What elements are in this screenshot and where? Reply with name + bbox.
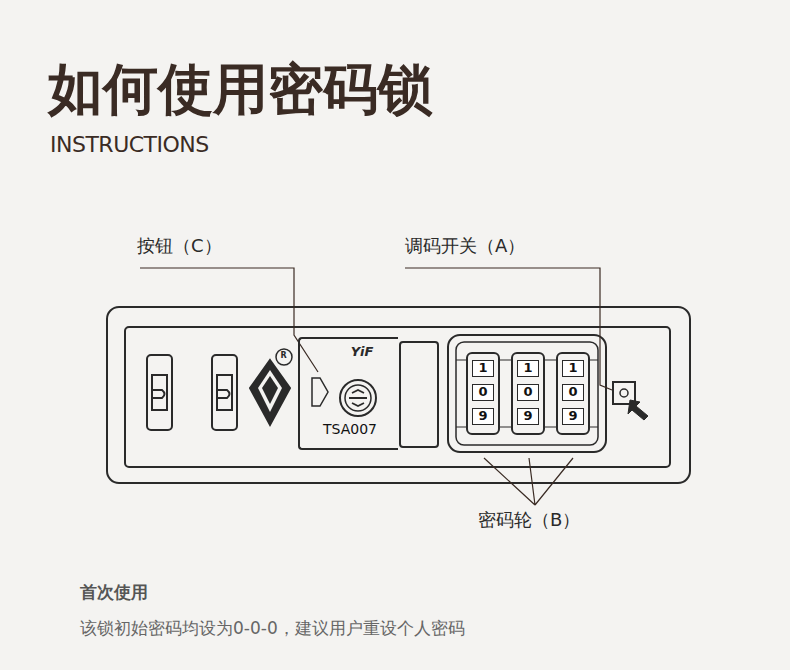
wheel-digit: 9 [562,408,584,425]
wheel-digit: 0 [472,384,494,401]
part-label: 按钮（C） [137,236,222,257]
note-heading: 首次使用 [80,583,148,603]
note-text: 该锁初始密码均设为0-0-0，建议用户重设个人密码 [80,619,465,639]
page-title: 如何使用密码锁 [48,58,433,121]
wheel-digit: 0 [517,384,539,401]
code-wheel: 1 0 9 [556,352,590,435]
code-wheel: 1 0 9 [511,352,545,435]
part-label: 调码开关（A） [405,236,525,257]
code-wheel: 1 0 9 [466,352,500,435]
brand-mark: YiF [351,345,374,360]
wheel-digit: 1 [472,360,494,377]
wheel-digit: 9 [517,408,539,425]
wheel-digit: 1 [517,360,539,377]
subtitle: INSTRUCTIONS [50,132,209,157]
part-label: 密码轮（B） [478,510,580,531]
registered-mark: R [281,351,287,360]
button-panel: YiF TSA007 [298,337,398,450]
wheel-digit: 1 [562,360,584,377]
wheel-digit: 9 [472,408,494,425]
model-text: TSA007 [323,421,377,437]
wheel-digit: 0 [562,384,584,401]
